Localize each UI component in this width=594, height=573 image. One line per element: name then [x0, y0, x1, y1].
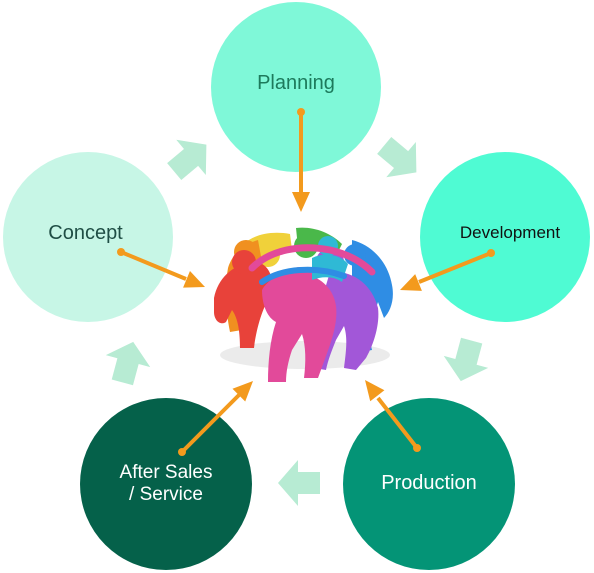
development-circle	[420, 152, 590, 322]
pointer-production	[365, 380, 421, 452]
pointer-development	[400, 249, 495, 291]
after-sales-service-node: After Sales / Service	[80, 398, 252, 570]
flow-arrow-after-sales-to-concept	[105, 341, 151, 386]
concept-node: Concept	[3, 152, 173, 322]
pointer-after-sales	[178, 381, 253, 456]
team-of-figures-icon	[214, 227, 393, 382]
production-circle	[343, 398, 515, 570]
planning-label: Planning	[257, 71, 335, 94]
after-sales-service-label: After Sales / Service	[119, 462, 213, 505]
production-label: Production	[381, 471, 477, 494]
pointer-planning	[292, 108, 310, 212]
figure-pink	[262, 267, 337, 382]
concept-circle	[3, 152, 173, 322]
planning-circle	[211, 2, 381, 172]
development-node: Development	[420, 152, 590, 322]
flow-arrow-development-to-production	[443, 337, 489, 382]
development-label: Development	[459, 223, 561, 243]
flow-arrow-concept-to-planning	[167, 139, 207, 180]
after-sales-circle	[80, 398, 252, 570]
pointer-concept	[117, 248, 205, 288]
planning-node: Planning	[211, 2, 381, 172]
flow-arrow-planning-to-development	[377, 137, 417, 178]
concept-label: Concept	[48, 221, 123, 244]
flow-arrow-production-to-after-sales	[278, 460, 320, 506]
production-node: Production	[343, 398, 515, 570]
